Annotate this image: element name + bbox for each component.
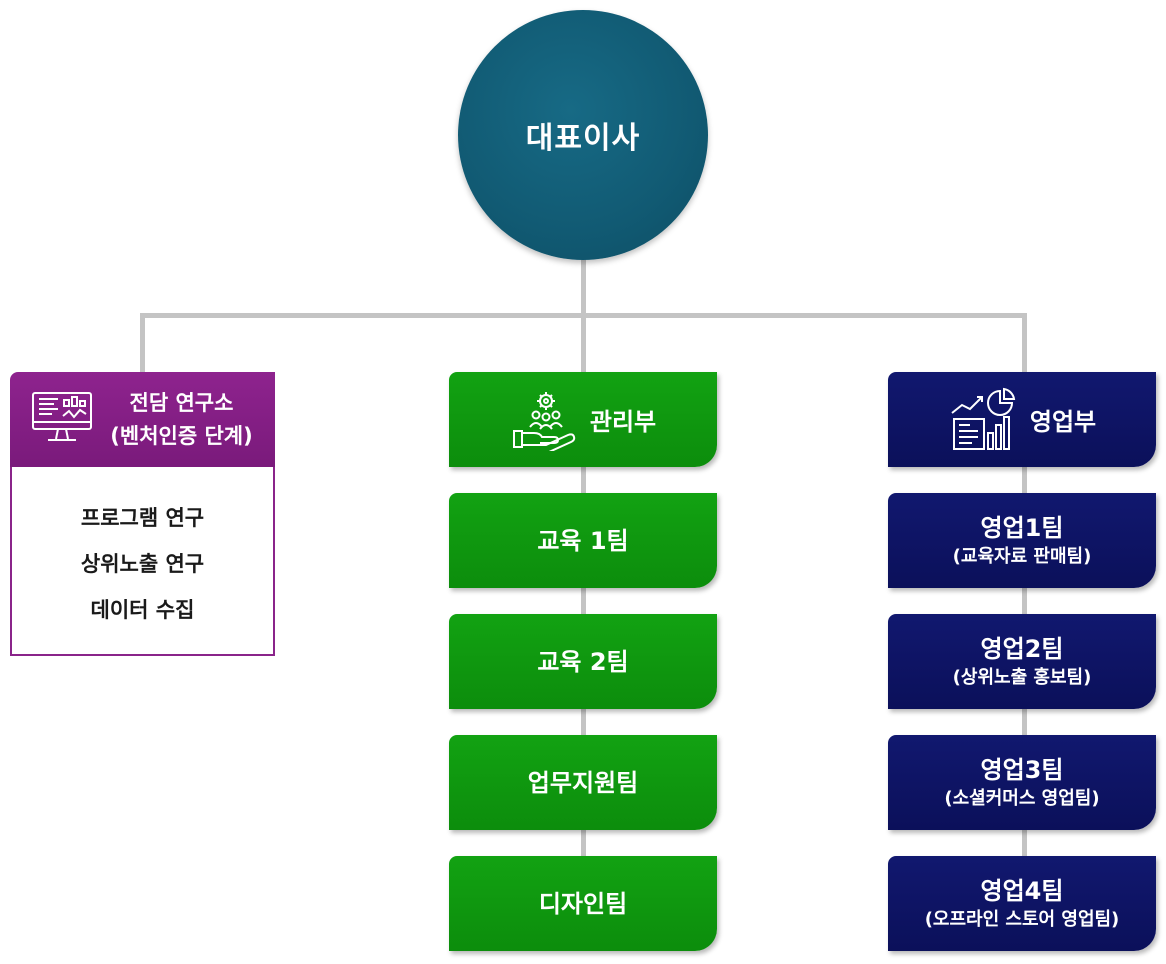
- sales-team-box: 영업2팀 (상위노출 홍보팀): [888, 614, 1156, 709]
- management-header: 관리부: [449, 372, 717, 467]
- sales-team-box: 영업3팀 (소셜커머스 영업팀): [888, 735, 1156, 830]
- lab-title-line2: (벤처인증 단계): [110, 423, 253, 448]
- management-team-label: 교육 1팀: [537, 526, 629, 555]
- lab-task-list: 프로그램 연구 상위노출 연구 데이터 수집: [10, 467, 275, 656]
- sales-team-description: (교육자료 판매팀): [952, 545, 1092, 567]
- monitor-chart-icon: [32, 391, 92, 441]
- ceo-label: 대표이사: [525, 121, 641, 156]
- connector-ceo-vertical: [581, 258, 586, 318]
- sales-team-description: (오프라인 스토어 영업팀): [924, 908, 1120, 930]
- management-team-label: 디자인팀: [538, 889, 628, 918]
- sales-team-name: 영업1팀: [980, 513, 1064, 542]
- hand-gear-people-icon: [512, 391, 576, 451]
- lab-task-item: 프로그램 연구: [80, 506, 205, 530]
- connector-sales-vertical: [1022, 313, 1027, 873]
- sales-team-name: 영업2팀: [980, 634, 1064, 663]
- lab-header: 전담 연구소 (벤처인증 단계): [10, 372, 275, 467]
- connector-lab-vertical: [140, 313, 145, 373]
- sales-team-box: 영업1팀 (교육자료 판매팀): [888, 493, 1156, 588]
- management-team-label: 업무지원팀: [527, 768, 639, 797]
- sales-team-name: 영업4팀: [980, 876, 1064, 905]
- ceo-node: 대표이사: [458, 10, 708, 260]
- lab-task-item: 상위노출 연구: [80, 552, 205, 576]
- management-team-box: 디자인팀: [449, 856, 717, 951]
- sales-team-box: 영업4팀 (오프라인 스토어 영업팀): [888, 856, 1156, 951]
- lab-task-item: 데이터 수집: [90, 598, 195, 622]
- lab-title-line1: 전담 연구소: [129, 390, 234, 415]
- sales-title: 영업부: [1029, 408, 1097, 436]
- connector-management-vertical: [581, 313, 586, 873]
- management-team-box: 교육 1팀: [449, 493, 717, 588]
- sales-team-description: (상위노출 홍보팀): [952, 666, 1092, 688]
- management-team-label: 교육 2팀: [537, 647, 629, 676]
- sales-growth-chart-icon: [951, 387, 1016, 450]
- management-title: 관리부: [589, 408, 657, 436]
- sales-team-name: 영업3팀: [980, 755, 1064, 784]
- sales-team-description: (소셜커머스 영업팀): [944, 787, 1100, 809]
- sales-header: 영업부: [888, 372, 1156, 467]
- management-team-box: 업무지원팀: [449, 735, 717, 830]
- management-team-box: 교육 2팀: [449, 614, 717, 709]
